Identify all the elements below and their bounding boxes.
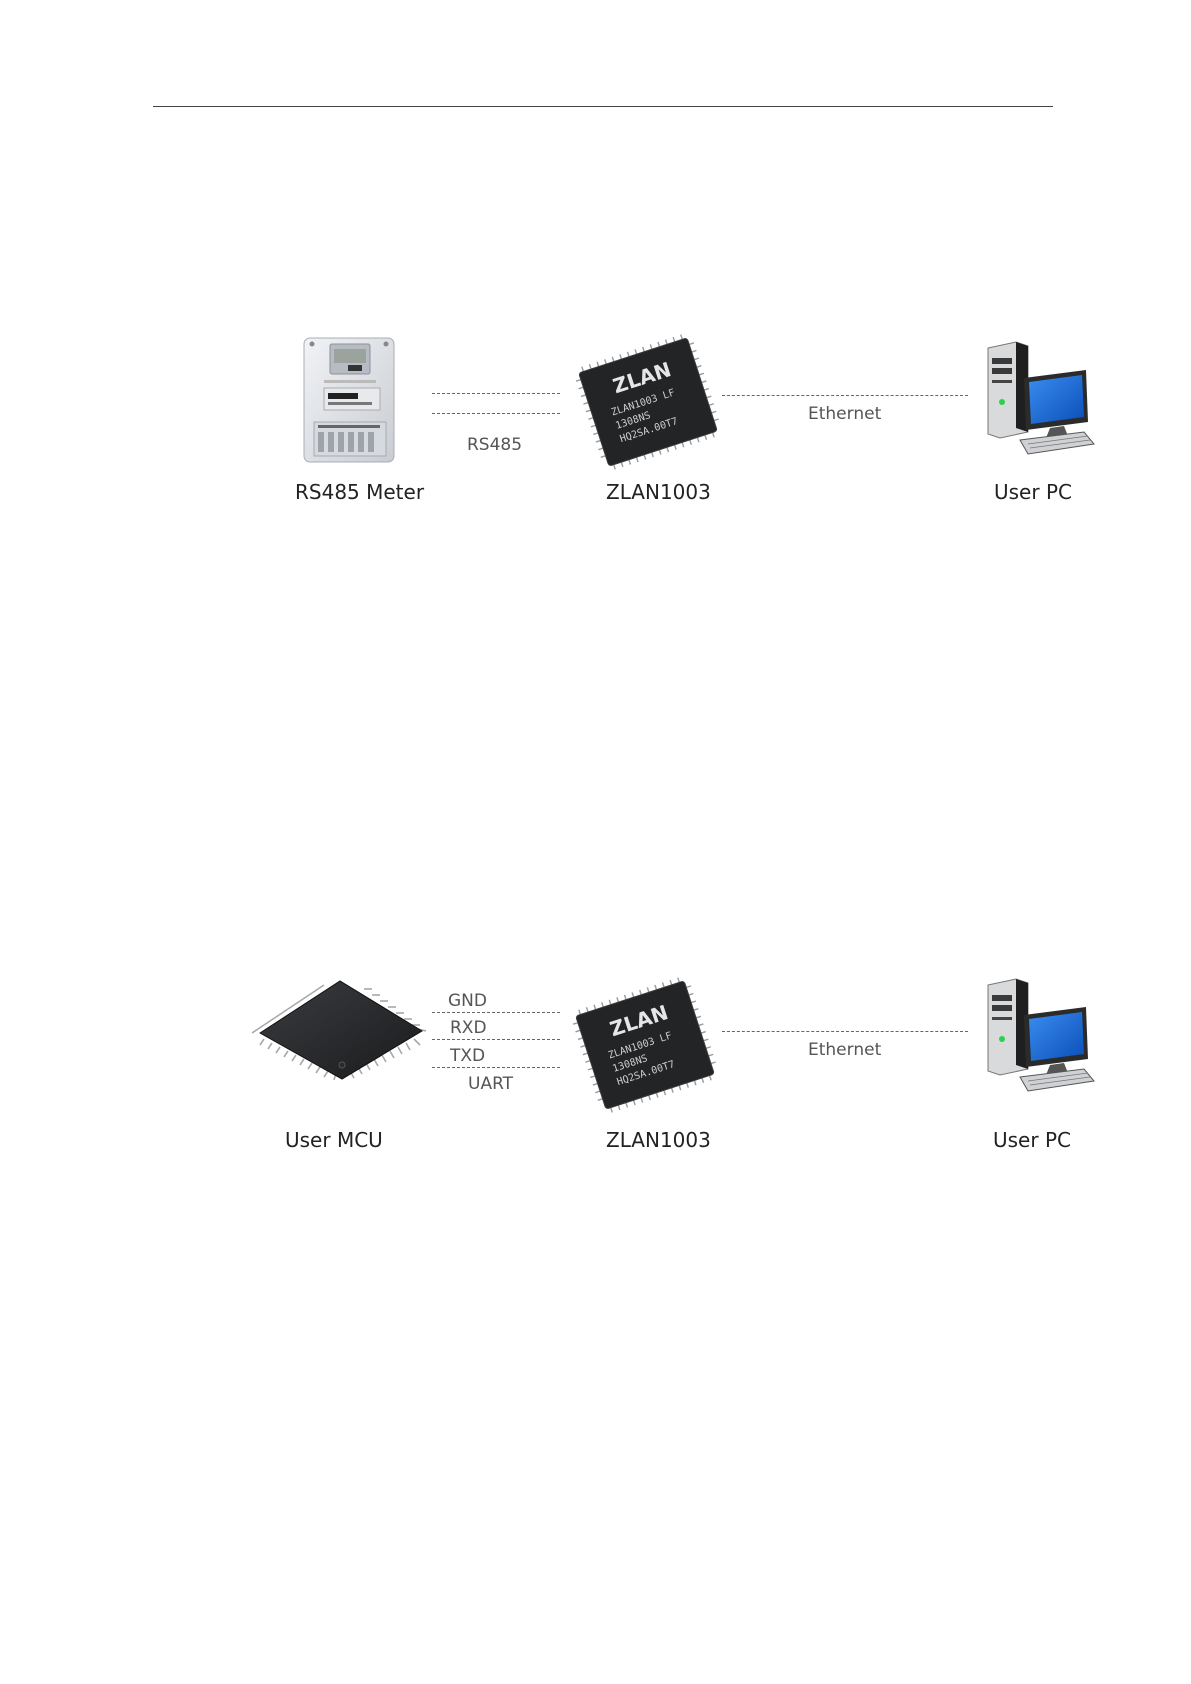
signal-gnd-line — [432, 1012, 560, 1013]
rs485-meter-label: RS485 Meter — [295, 480, 424, 504]
rs485-meter-diagram: RS485 Meter RS485 — [0, 320, 1191, 510]
signal-rxd-line — [432, 1039, 560, 1040]
user-pc-label: User PC — [994, 480, 1072, 504]
ethernet-line — [722, 395, 968, 396]
user-mcu-label: User MCU — [285, 1128, 383, 1152]
user-pc-label: User PC — [993, 1128, 1071, 1152]
signal-rxd-label: RXD — [450, 1018, 487, 1038]
header-rule — [153, 106, 1053, 107]
zlan1003-label: ZLAN1003 — [606, 1128, 711, 1152]
rs485-link-label: RS485 — [467, 435, 522, 455]
chip-icon: ZLAN ZLAN1003 LF 1308NS HQ2SA.00T7 — [568, 332, 728, 472]
ethernet-link-label: Ethernet — [808, 1040, 881, 1060]
zlan1003-label: ZLAN1003 — [606, 480, 711, 504]
rs485-line-b — [432, 413, 560, 414]
signal-gnd-label: GND — [448, 991, 487, 1011]
electric-meter-icon — [300, 336, 400, 466]
user-mcu-diagram: User MCU GND RXD TXD UART — [0, 955, 1191, 1155]
desktop-pc-icon — [980, 977, 1100, 1097]
signal-txd-line — [432, 1067, 560, 1068]
ethernet-link-label: Ethernet — [808, 404, 881, 424]
rs485-line-a — [432, 393, 560, 394]
ethernet-line — [722, 1031, 968, 1032]
mcu-chip-icon — [250, 977, 430, 1087]
uart-link-label: UART — [468, 1074, 513, 1094]
signal-txd-label: TXD — [450, 1046, 485, 1066]
desktop-pc-icon — [980, 340, 1100, 460]
chip-icon: ZLAN ZLAN1003 LF 1308NS HQ2SA.00T7 — [565, 975, 725, 1115]
